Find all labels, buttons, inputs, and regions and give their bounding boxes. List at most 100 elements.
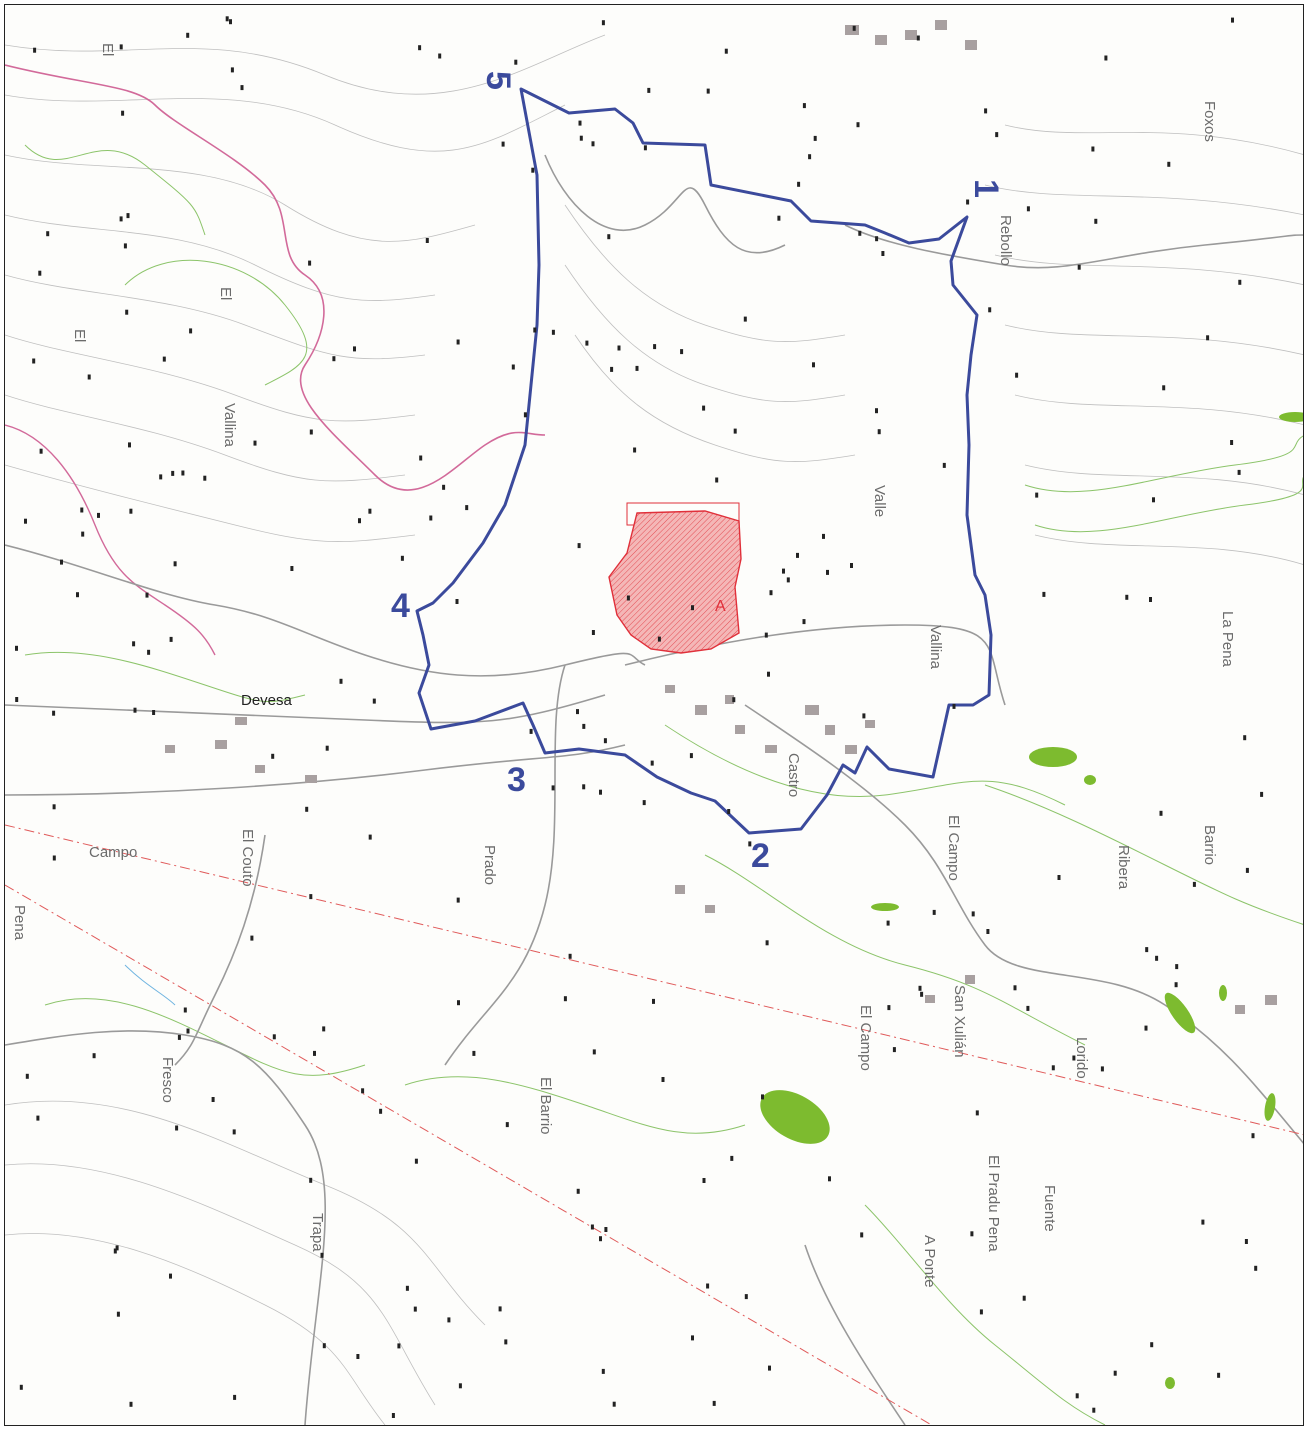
spot-height-marker (447, 1317, 451, 1323)
spot-height-marker (308, 260, 312, 266)
spot-height-marker (81, 531, 85, 537)
spot-height-marker (733, 428, 737, 434)
building (865, 720, 875, 728)
spot-height-marker (592, 1049, 596, 1055)
spot-height-marker (1026, 206, 1030, 212)
building (675, 885, 685, 894)
spot-height-marker (877, 429, 881, 435)
contour-line (5, 394, 406, 482)
spot-height-marker (761, 1094, 764, 1100)
spot-height-marker (152, 710, 156, 715)
spot-height-marker (826, 569, 829, 575)
spot-height-marker (457, 1000, 460, 1006)
spot-height-marker (391, 1413, 395, 1418)
spot-height-marker (504, 1339, 508, 1345)
road (804, 1244, 906, 1425)
toponym-label: Fuente (1041, 1185, 1058, 1232)
spot-height-marker (875, 408, 878, 414)
spot-height-marker (603, 738, 607, 744)
spot-height-marker (585, 340, 589, 346)
spot-height-marker (225, 16, 229, 22)
spot-height-marker (368, 508, 372, 514)
spot-height-marker (551, 329, 555, 335)
green-patches (760, 412, 1303, 1389)
spot-height-marker (413, 1306, 417, 1312)
spot-height-marker (472, 1050, 476, 1056)
spot-height-marker (1094, 218, 1098, 224)
vegetation-line (664, 724, 1066, 806)
toponym-label: Fresco (159, 1057, 176, 1103)
spot-height-marker (290, 566, 294, 571)
spot-height-marker (1022, 1295, 1026, 1301)
zone-label: A (715, 598, 726, 615)
spot-height-marker (186, 32, 190, 38)
spot-height-marker (1175, 964, 1179, 970)
spot-height-marker (1155, 955, 1159, 961)
toponym-label: San Xulián (951, 985, 968, 1058)
contour-line (5, 334, 416, 422)
spot-height-marker (975, 1110, 979, 1116)
spot-height-marker (635, 365, 639, 371)
spot-height-marker (361, 1088, 365, 1094)
spot-height-marker (38, 270, 42, 276)
spot-height-marker (33, 47, 37, 53)
spot-height-marker (689, 753, 693, 759)
spot-height-marker (1206, 335, 1210, 341)
spot-height-marker (748, 841, 752, 847)
spot-height-marker (119, 216, 123, 222)
spot-height-marker (712, 1400, 716, 1406)
spot-height-marker (529, 728, 533, 734)
toponym-label: Devesa (241, 692, 293, 709)
contour-line (994, 254, 1303, 286)
toponym-label: Ribera (1115, 845, 1132, 890)
spot-height-marker (1243, 735, 1247, 741)
spot-height-marker (332, 356, 336, 362)
spot-height-marker (812, 362, 815, 368)
vegetation-line (404, 1076, 746, 1134)
topographic-map[interactable]: A 1 2 3 4 5 El El El Devesa El Campo San… (5, 5, 1304, 1426)
spot-height-marker (797, 181, 801, 187)
spot-height-marker (133, 707, 137, 713)
spot-height-marker (702, 1178, 706, 1183)
building (665, 685, 675, 693)
spot-height-marker (568, 953, 572, 959)
spot-height-marker (232, 1129, 236, 1135)
vegetation-lines (24, 144, 1303, 1425)
spot-height-marker (368, 834, 372, 840)
spot-height-marker (1251, 1133, 1255, 1139)
spot-height-marker (786, 577, 790, 583)
building (965, 40, 977, 50)
spot-height-marker (1152, 497, 1155, 503)
building (965, 975, 975, 984)
spot-height-marker (400, 555, 404, 561)
vegetation-line (984, 784, 1303, 925)
spot-height-marker (162, 356, 166, 362)
spot-height-marker (730, 1155, 734, 1161)
contour-line (5, 214, 436, 301)
power-line (5, 824, 1303, 1136)
spot-height-marker (617, 345, 621, 351)
spot-height-marker (309, 1177, 313, 1183)
spot-height-marker (612, 1401, 616, 1407)
road (5, 1030, 327, 1425)
spot-height-marker (1192, 881, 1196, 887)
contour-line (984, 184, 1303, 216)
spot-height-marker (1051, 1065, 1055, 1071)
contour-line (5, 154, 476, 242)
spot-height-marker (46, 231, 50, 237)
spot-height-marker (970, 1231, 974, 1237)
spot-height-marker (920, 991, 924, 997)
map-frame[interactable]: A 1 2 3 4 5 El El El Devesa El Campo San… (4, 4, 1304, 1426)
spot-height-marker (171, 470, 175, 476)
toponym-label: Foxos (1201, 101, 1218, 142)
spot-height-marker (979, 1309, 983, 1315)
spot-height-marker (966, 199, 970, 205)
spot-height-marker (458, 1383, 462, 1389)
toponym-labels: El El El Devesa El Campo San Xulián El P… (11, 43, 1236, 1288)
building (925, 995, 935, 1003)
spot-height-marker (253, 440, 257, 446)
building (845, 745, 857, 754)
boundary-polygon[interactable] (415, 87, 993, 835)
spot-height-marker (32, 358, 36, 364)
spot-height-marker (995, 132, 999, 138)
